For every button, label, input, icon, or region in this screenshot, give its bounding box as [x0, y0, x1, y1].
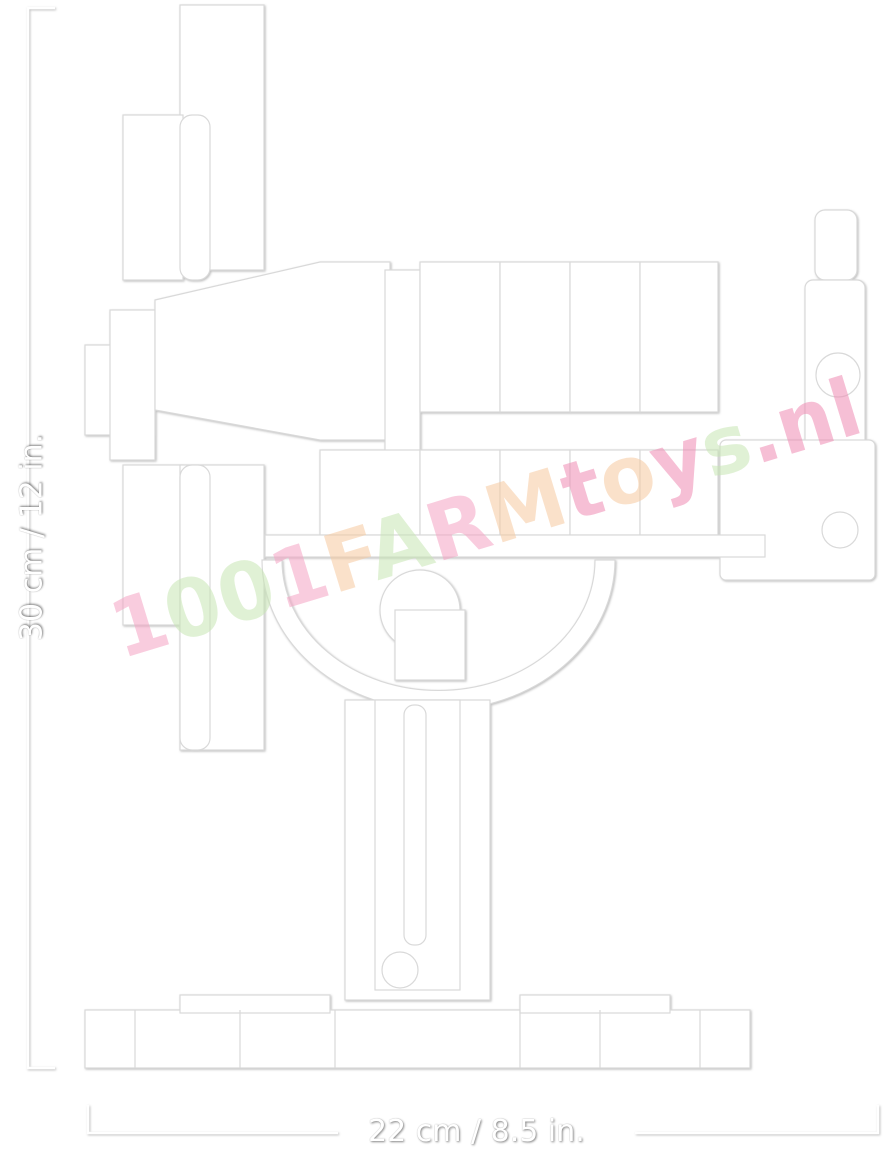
height-dimension-line: [26, 6, 55, 1070]
dimension-lines: [26, 6, 880, 1135]
solar-array-upper: [122, 4, 265, 281]
width-dimension-label: 22 cm / 8.5 in.: [368, 1114, 585, 1149]
module-body: [84, 261, 421, 551]
height-dimension-label: 30 cm / 12 in.: [14, 433, 50, 642]
support-beam-and-arc: [261, 534, 766, 711]
solar-array-lower: [122, 464, 265, 751]
radiator-panels: [319, 261, 719, 536]
stand-column: [344, 699, 491, 1001]
width-dimension-line-right: [635, 1105, 880, 1135]
width-dimension-line-left: [86, 1105, 338, 1135]
base: [84, 994, 751, 1069]
